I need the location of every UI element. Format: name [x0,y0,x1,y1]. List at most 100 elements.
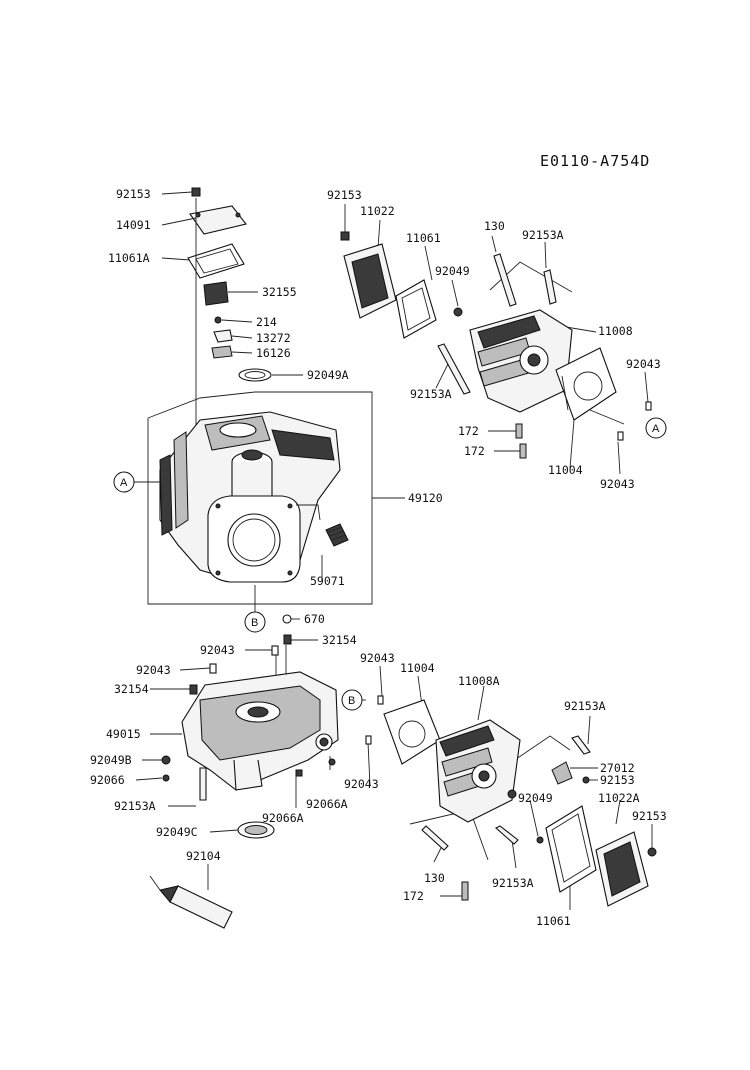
plug-92066A-b [295,769,303,777]
pin-92043-lr2 [365,735,372,745]
label-16126: 16126 [256,346,291,360]
label-11061-ur: 11061 [406,231,441,245]
bolt-92153-lr [582,776,590,784]
label-92043-ur2: 92043 [600,477,635,491]
oring-92049-lr [507,789,517,799]
cylinder-head-11008 [469,309,573,413]
plate-13272 [213,329,233,343]
label-92049B: 92049B [90,753,132,767]
pin-92043-b [209,663,217,674]
stud-172-a [515,423,523,439]
label-92043-b: 92043 [136,663,171,677]
callout-b-mid-text: B [251,617,258,629]
pin-92043-lr [377,695,384,705]
label-92153A-lr2: 92153A [492,876,534,890]
label-92153A-ur: 92153A [522,228,564,242]
label-92066A-a: 92066A [306,797,348,811]
label-14091: 14091 [116,218,151,232]
label-11008A: 11008A [458,674,500,688]
bolt-92153A-ur [543,269,557,305]
callout-a-left-text: A [120,477,128,489]
bolt-92153A-lower [199,767,207,801]
label-92066A-b: 92066A [262,811,304,825]
bolt-130-ur [493,253,517,307]
label-11061A: 11061A [108,251,150,265]
label-92153-ur: 92153 [327,188,362,202]
screw-214 [214,316,222,324]
label-11004-ur: 11004 [548,463,583,477]
label-92153-lr: 92153 [600,773,635,787]
bolt-92153A-ur2 [437,343,471,395]
head-gasket-11004-lr [383,699,441,765]
pin-92043-ur [645,401,652,411]
pin-92043-ur2 [617,431,624,441]
oring-92049B [161,755,171,765]
plate-16126 [211,345,233,359]
label-130-lr: 130 [424,871,445,885]
label-130-ur: 130 [484,219,505,233]
label-92049-lr: 92049 [518,791,553,805]
rocker-cover-11022A [595,831,649,907]
bolt-92153-top [191,187,201,197]
stud-172-lr [461,881,469,901]
plug-32154-a [283,634,292,645]
label-92049-ur: 92049 [435,264,470,278]
oring-670 [282,614,292,624]
label-32154-a: 32154 [322,633,357,647]
cylinder-block-49120 [159,411,341,583]
crankcase-49015 [181,671,339,791]
label-92043-lr2: 92043 [344,777,379,791]
sealant-tube-92104 [149,875,233,929]
breather-cover-group [187,187,247,480]
oring-92049-ur [453,307,463,317]
part-labels: 92153 14091 11061A 32155 214 13272 16126… [90,187,667,928]
label-32154-b: 32154 [114,682,149,696]
bolt-92153-ur [340,231,350,241]
plug-32154-b [189,684,198,695]
label-49015: 49015 [106,727,141,741]
label-92153A-ur2: 92153A [410,387,452,401]
gasket-11061-lr [545,805,597,893]
pin-92043-a [271,645,279,656]
label-92043-ur: 92043 [626,357,661,371]
callout-a-right-text: A [652,423,660,435]
oring-92049A [238,368,272,382]
label-214: 214 [256,315,277,329]
callout-b-lower [341,689,363,711]
stud-172-b [519,443,527,459]
filter-59071 [325,523,349,547]
label-92066: 92066 [90,773,125,787]
label-670: 670 [304,612,325,626]
label-13272: 13272 [256,331,291,345]
label-92153A-a: 92153A [114,799,156,813]
plate-32155 [203,281,229,306]
label-92104: 92104 [186,849,221,863]
callout-b-lower-text: B [348,695,355,707]
label-49120: 49120 [408,491,443,505]
label-59071: 59071 [310,574,345,588]
label-172-b: 172 [464,444,485,458]
label-92043-lr: 92043 [360,651,395,665]
bolt-92153A-lr2 [495,825,519,845]
label-11008: 11008 [598,324,633,338]
head-gasket-11004-ur [555,347,617,421]
label-32155: 32155 [262,285,297,299]
bolt-92153A-lr [571,735,591,755]
cover-14091 [189,205,247,235]
gasket-11061-ur [395,279,437,339]
callout-a-right [645,417,667,439]
label-92153-lr2: 92153 [632,809,667,823]
rocker-cover-11022 [343,243,397,319]
label-11022: 11022 [360,204,395,218]
label-11061-lr: 11061 [536,914,571,928]
label-92043-a: 92043 [200,643,235,657]
oring-92066 [162,774,170,782]
bolt-130-lr [421,825,449,851]
label-172-lr: 172 [403,889,424,903]
label-92153-top: 92153 [116,187,151,201]
cylinder-head-11008A [435,719,521,823]
label-27012: 27012 [600,761,635,775]
label-92153A-lr: 92153A [564,699,606,713]
label-172-a: 172 [458,424,479,438]
